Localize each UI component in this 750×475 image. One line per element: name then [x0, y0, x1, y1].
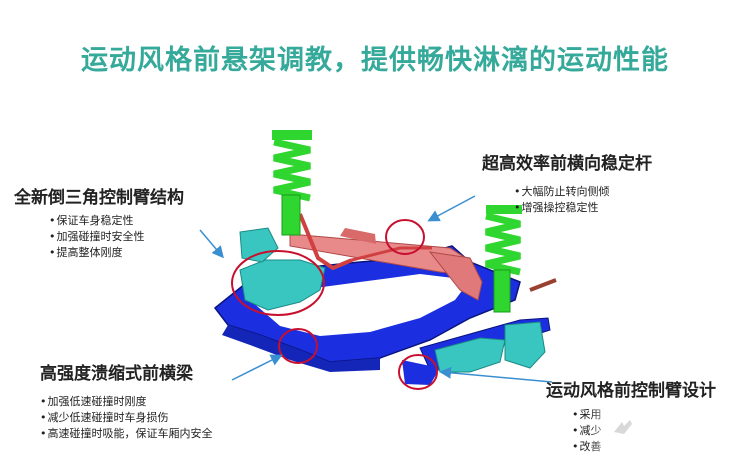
- obscured-overlay: [590, 404, 750, 466]
- highlight-circles: [231, 219, 438, 390]
- callout-arrows: [199, 195, 553, 383]
- left-control-arm: [239, 227, 326, 311]
- bullet: 提高整体刚度: [49, 245, 184, 261]
- watermark-icon: [614, 420, 632, 434]
- bullet: 减少低速碰撞时车身损伤: [40, 410, 213, 426]
- callout-crossbeam: 高强度溃缩式前横梁 加强低速碰撞时刚度 减少低速碰撞时车身损伤 高速碰撞时吸能，…: [40, 359, 213, 442]
- bullet: 加强低速碰撞时刚度: [40, 394, 213, 410]
- right-spring: [485, 205, 522, 313]
- callout-title: 运动风格前控制臂设计: [546, 381, 716, 401]
- bullet: 加强碰撞时安全性: [49, 229, 184, 245]
- bullet: 大幅防止转向侧倾: [514, 184, 652, 200]
- bullet: 高速碰撞时吸能，保证车厢内安全: [40, 426, 213, 442]
- callout-stabilizer: 超高效率前横向稳定杆 大幅防止转向侧倾 增强操控稳定性: [482, 149, 652, 216]
- bullet: 保证车身稳定性: [49, 213, 184, 229]
- right-control-arm: [434, 321, 546, 373]
- callout-title: 全新倒三角控制臂结构: [14, 188, 184, 208]
- page-title: 运动风格前悬架调教，提供畅快淋漓的运动性能: [81, 45, 669, 76]
- callout-title: 高强度溃缩式前横梁: [40, 364, 193, 384]
- callout-title: 超高效率前横向稳定杆: [482, 154, 652, 174]
- callout-triangle-arm: 全新倒三角控制臂结构 保证车身稳定性 加强碰撞时安全性 提高整体刚度: [14, 183, 184, 261]
- bullet: 增强操控稳定性: [514, 200, 652, 216]
- steering-rack: [289, 213, 557, 301]
- left-spring: [272, 130, 312, 236]
